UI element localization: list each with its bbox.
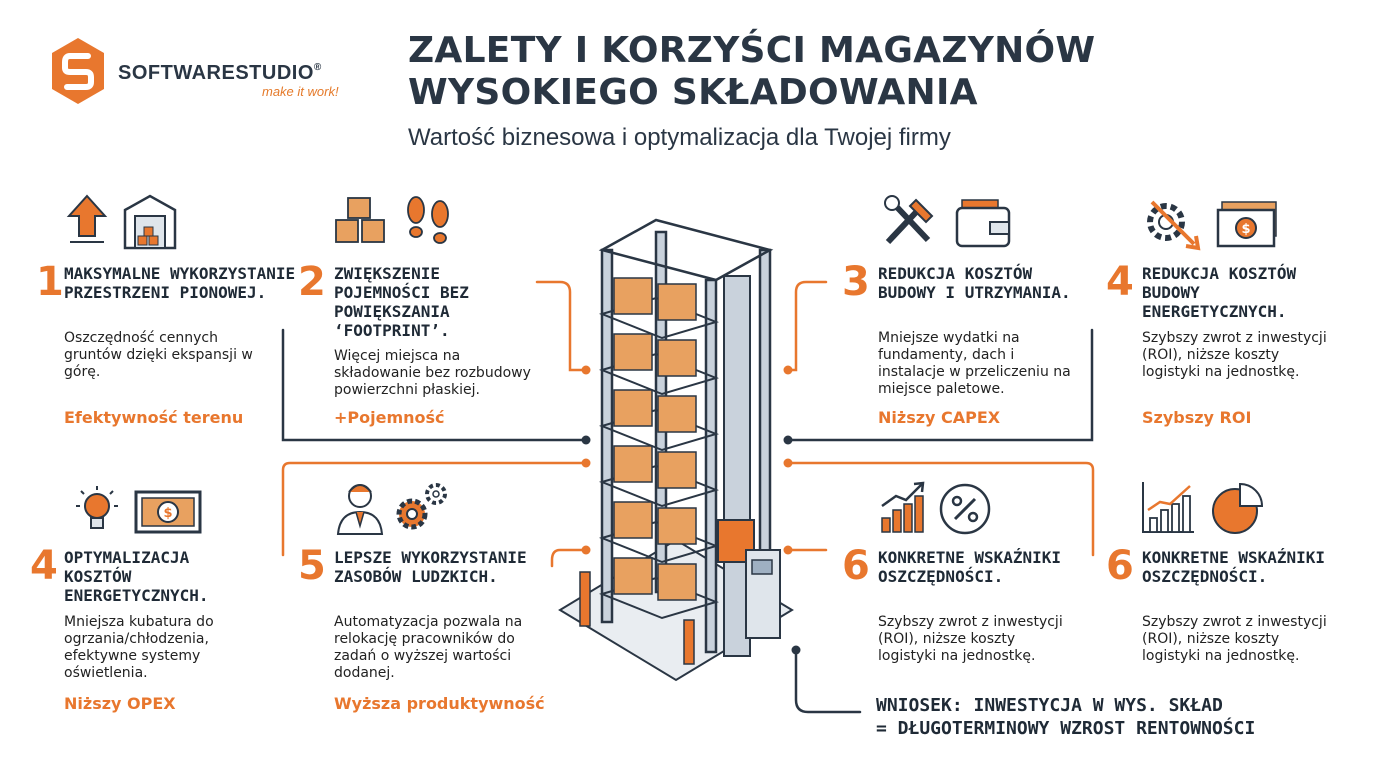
item-2-body: Więcej miejsca na składowanie bez rozbud… xyxy=(334,348,531,398)
banknote-icon: $ xyxy=(1216,201,1277,248)
arrow-up-icon xyxy=(66,194,108,243)
item-7-body: Szybszy zwrot z inwestycji (ROI), niższe… xyxy=(878,614,1063,664)
rack-box xyxy=(657,507,697,545)
item-4-heading: REDUKCJA KOSZTÓW BUDOWY ENERGETYCZNYCH. xyxy=(1142,264,1297,321)
item-5-body: Mniejsza kubatura do ogrzania/chłodzenia… xyxy=(64,614,214,681)
rack-box xyxy=(613,501,653,539)
rack-box xyxy=(657,563,697,601)
svg-text:$: $ xyxy=(163,506,172,521)
item-7-heading: KONKRETNE WSKAŹNIKI OSZCZĘDNOŚCI. xyxy=(878,548,1062,586)
conclusion-line-1: WNIOSEK: INWESTYCJA W WYS. SKŁAD xyxy=(876,695,1223,716)
item-6-body: Automatyzacja pozwala na relokację praco… xyxy=(334,614,523,681)
pie-chart-icon xyxy=(1212,482,1264,534)
rack-box xyxy=(613,389,653,427)
footprints-icon xyxy=(407,196,449,244)
conclusion-line-2: = DŁUGOTERMINOWY WZROST RENTOWNOŚCI xyxy=(876,718,1256,739)
page-subtitle: Wartość biznesowa i optymalizacja dla Tw… xyxy=(408,124,951,151)
warehouse-icon xyxy=(123,194,177,250)
brand-name: SOFTWARESTUDIO® xyxy=(118,62,322,84)
svg-text:$: $ xyxy=(1241,222,1250,237)
item-6-tag: Wyższa produktywność xyxy=(334,694,545,713)
item-8-heading: KONKRETNE WSKAŹNIKI OSZCZĘDNOŚCI. xyxy=(1142,548,1326,586)
item-1-body: Oszczędność cennych gruntów dzięki ekspa… xyxy=(64,330,253,380)
rack-box xyxy=(613,445,653,483)
brand-tagline: make it work! xyxy=(262,84,339,99)
item-8-number: 6 xyxy=(1106,543,1134,589)
worker-icon xyxy=(336,484,384,535)
rack-box xyxy=(613,277,653,315)
item-1-number: 1 xyxy=(36,259,64,305)
rack-box xyxy=(657,339,697,377)
item-1-tag: Efektywność terenu xyxy=(64,408,244,427)
item-1-heading: MAKSYMALNE WYKORZYSTANIE PRZESTRZENI PIO… xyxy=(64,264,296,302)
item-5-tag: Niższy OPEX xyxy=(64,694,176,713)
wallet-icon xyxy=(955,199,1011,248)
lightbulb-icon xyxy=(76,486,118,529)
item-4-body: Szybszy zwrot z inwestycji (ROI), niższe… xyxy=(1142,330,1327,380)
item-3-heading: REDUKCJA KOSZTÓW BUDOWY I UTRZYMANIA. xyxy=(878,264,1071,302)
gear-arrow-icon xyxy=(1147,200,1201,251)
rack-box xyxy=(657,395,697,433)
rack-box xyxy=(613,557,653,595)
item-5-number: 4 xyxy=(30,543,58,589)
rack-box xyxy=(613,333,653,371)
bar-chart-icon xyxy=(1142,482,1194,533)
page-title: ZALETY I KORZYŚCI MAGAZYNÓW WYSOKIEGO SK… xyxy=(408,30,1096,113)
high-bay-rack-illustration xyxy=(558,218,794,682)
rack-box xyxy=(657,451,697,489)
item-3-number: 3 xyxy=(842,259,870,305)
item-6-heading: LEPSZE WYKORZYSTANIE ZASOBÓW LUDZKICH. xyxy=(334,548,527,586)
item-2-tag: +Pojemność xyxy=(334,408,445,427)
item-2-number: 2 xyxy=(298,259,326,305)
item-6-number: 5 xyxy=(298,543,326,589)
boxes-icon xyxy=(335,197,385,243)
item-8-body: Szybszy zwrot z inwestycji (ROI), niższe… xyxy=(1142,614,1327,664)
banknote-icon: $ xyxy=(134,490,202,534)
item-7-number: 6 xyxy=(842,543,870,589)
item-3-tag: Niższy CAPEX xyxy=(878,408,1001,427)
gears-icon xyxy=(396,483,447,530)
item-3-body: Mniejsze wydatki na fundamenty, dach i i… xyxy=(878,330,1071,397)
rack-box xyxy=(657,283,697,321)
tools-icon xyxy=(884,195,934,245)
item-4-tag: Szybszy ROI xyxy=(1142,408,1252,427)
percent-icon xyxy=(939,483,991,535)
item-5-heading: OPTYMALIZACJA KOSZTÓW ENERGETYCZNYCH. xyxy=(64,548,209,605)
item-2-heading: ZWIĘKSZENIE POJEMNOŚCI BEZ POWIĘKSZANIA … xyxy=(334,264,469,340)
software-studio-logo xyxy=(52,38,104,104)
item-4-number: 4 xyxy=(1106,259,1134,305)
bar-chart-icon xyxy=(881,481,925,533)
